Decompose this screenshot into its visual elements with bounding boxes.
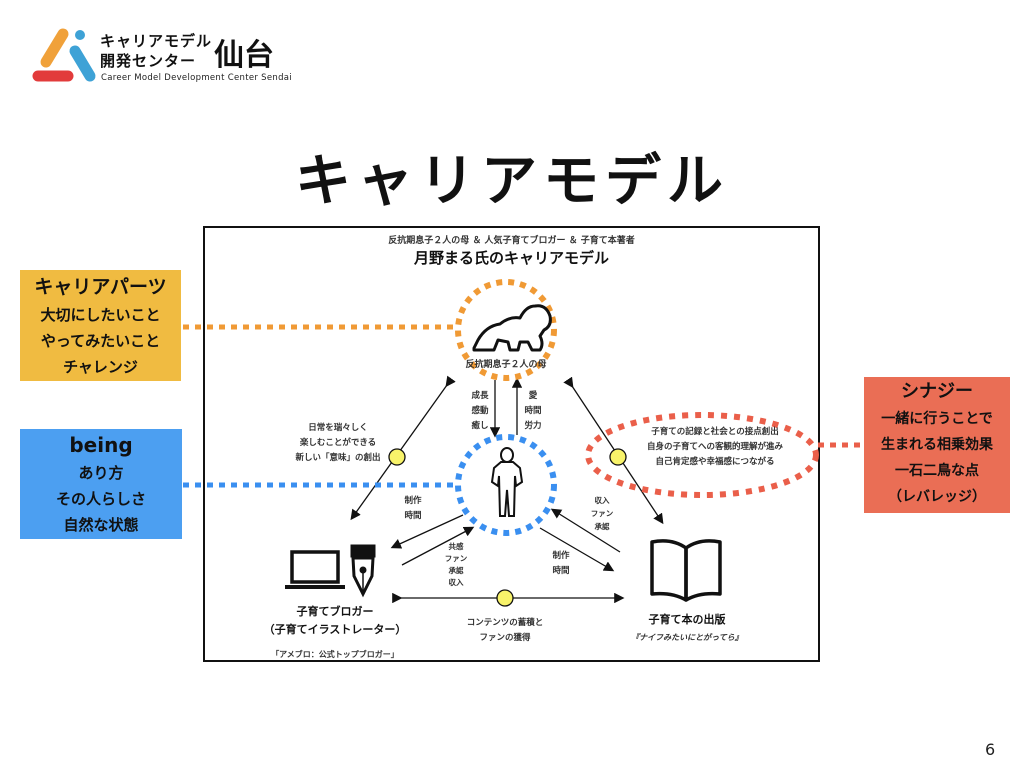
arrow-blogger-to-self <box>401 526 475 566</box>
fountain-pen-icon <box>350 544 376 598</box>
logo-english: Career Model Development Center Sendai <box>101 73 292 83</box>
flow-item: 収入 <box>448 578 464 587</box>
synergy-highlight-ellipse <box>585 412 819 498</box>
flow-item: ファン <box>444 554 468 563</box>
laptop-icon <box>285 550 345 589</box>
flow-item: 承認 <box>448 566 464 575</box>
arrow-book-to-self <box>550 508 621 553</box>
blogger-label-line1: 子育てブロガー <box>296 605 374 618</box>
synergy-line: 楽しむことができる <box>299 438 377 448</box>
logo-text-line1: キャリアモデル <box>100 32 213 50</box>
synergy-line: 一石二鳥な点 <box>895 463 979 479</box>
synergy-text-mother-book: 子育ての記録と社会との接点創出 自身の子育てへの客観的理解が進み 自己肯定感や幸… <box>630 425 800 470</box>
synergy-line: 生まれる相乗効果 <box>881 437 993 453</box>
synergy-line: 新しい「意味」の創出 <box>295 453 381 463</box>
synergy-line: 日常を瑞々しく <box>308 423 368 433</box>
career-parts-line: 大切にしたいこと <box>40 306 161 324</box>
flow-self-to-book: 制作 時間 <box>546 549 576 579</box>
being-callout: being あり方 その人らしさ 自然な状態 <box>20 429 182 539</box>
flow-item: 感動 <box>471 406 489 416</box>
being-highlight-circle <box>455 434 557 536</box>
synergy-line: 子育ての記録と社会との接点創出 <box>651 427 779 437</box>
flow-item: 癒し <box>471 421 489 431</box>
being-line: その人らしさ <box>55 490 146 508</box>
blogger-node-label: 子育てブロガー （子育てイラストレーター） <box>250 603 420 639</box>
flow-self-to-mother: 愛 時間 労力 <box>521 389 545 434</box>
synergy-marker-mother-book <box>609 448 627 466</box>
book-node-label: 子育て本の出版 <box>648 613 726 626</box>
blogger-label-line2: （子育てイラストレーター） <box>263 623 407 636</box>
synergy-text-mother-blogger: 日常を瑞々しく 楽しむことができる 新しい「意味」の創出 <box>280 421 396 466</box>
synergy-text-blogger-book: コンテンツの蓄積と ファンの獲得 <box>445 616 565 646</box>
flow-item: 労力 <box>524 421 542 431</box>
synergy-callout: シナジー 一緒に行うことで 生まれる相乗効果 一石二鳥な点 （レバレッジ） <box>864 377 1010 513</box>
career-parts-callout: キャリアパーツ 大切にしたいこと やってみたいこと チャレンジ <box>20 270 181 381</box>
synergy-line: 自身の子育てへの客観的理解が進み <box>646 442 783 452</box>
logo-orange-bar <box>40 28 69 68</box>
flow-item: 制作 <box>552 551 570 561</box>
flow-item: 時間 <box>552 566 570 576</box>
synergy-line: 一緒に行うことで <box>881 411 993 427</box>
slide-title: キャリアモデル <box>295 149 729 214</box>
career-parts-line: チャレンジ <box>63 358 138 376</box>
flow-item: 制作 <box>404 496 422 506</box>
being-line: 自然な状態 <box>63 516 139 534</box>
person-icon <box>490 447 524 517</box>
being-heading: being <box>69 433 133 457</box>
career-parts-line: やってみたいこと <box>40 332 161 350</box>
synergy-line: コンテンツの蓄積と <box>466 618 544 628</box>
flow-item: 時間 <box>404 511 422 521</box>
synergy-marker-blogger-book <box>496 589 514 607</box>
flow-self-to-blogger: 制作 時間 <box>398 494 428 524</box>
logo-blue-bar <box>69 45 96 82</box>
logo-blue-dot <box>75 30 85 40</box>
logo-text-line2: 開発センター <box>100 52 197 70</box>
flow-item: ファン <box>590 509 614 518</box>
diagram-title: 月野まる氏のキャリアモデル <box>413 249 609 267</box>
flow-item: 収入 <box>594 496 610 505</box>
career-parts-heading: キャリアパーツ <box>34 276 167 298</box>
diagram-subtitle: 反抗期息子２人の母 ＆ 人気子育てブロガー ＆ 子育て本著者 <box>388 236 635 246</box>
arrow-self-to-blogger <box>390 514 464 549</box>
career-parts-highlight-circle <box>455 279 557 381</box>
flow-item: 共感 <box>448 542 464 551</box>
flow-book-to-self: 収入 ファン 承認 <box>585 494 619 533</box>
logo-mark <box>32 28 96 82</box>
blogger-note: 「アメブロ：公式トップブロガー」 <box>271 650 399 659</box>
crawling-baby-icon <box>472 304 552 352</box>
synergy-line: （レバレッジ） <box>888 489 986 505</box>
synergy-heading: シナジー <box>901 381 973 402</box>
logo-city: 仙台 <box>214 38 274 73</box>
page-number: 6 <box>985 740 996 759</box>
book-note: 『ナイフみたいにとがってら』 <box>631 633 743 642</box>
flow-item: 時間 <box>524 406 542 416</box>
flow-item: 成長 <box>471 391 489 401</box>
flow-blogger-to-self: 共感 ファン 承認 収入 <box>441 541 471 589</box>
flow-mother-to-self: 成長 感動 癒し <box>468 389 492 434</box>
flow-item: 承認 <box>594 522 610 531</box>
flow-item: 愛 <box>528 391 538 401</box>
synergy-marker-mother-blogger <box>388 448 406 466</box>
synergy-line: 自己肯定感や幸福感につながる <box>655 457 775 467</box>
open-book-icon <box>650 539 722 602</box>
mother-node-label: 反抗期息子２人の母 <box>465 360 547 370</box>
being-line: あり方 <box>78 464 124 482</box>
synergy-line: ファンの獲得 <box>479 633 531 643</box>
arrow-self-to-book <box>539 527 615 572</box>
